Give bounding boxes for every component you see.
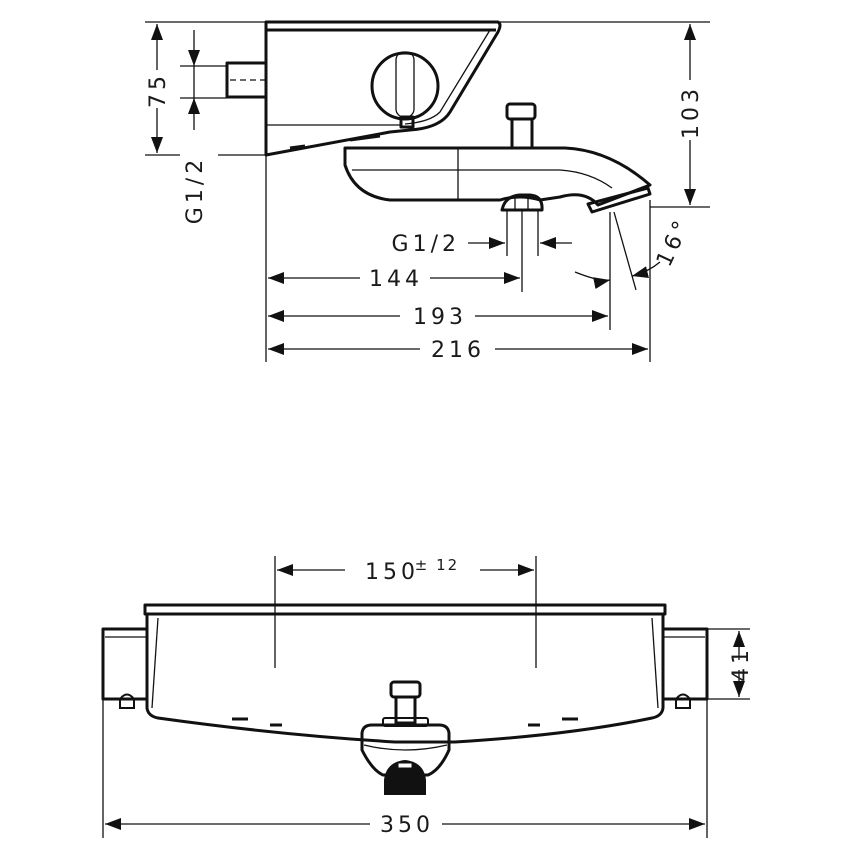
spout [343,102,652,214]
svg-text:75: 75 [146,72,171,108]
svg-text:216: 216 [431,338,485,363]
front-extension-lines [102,556,750,838]
mixer-body-front [101,603,709,795]
dimension-41: 41 [729,631,754,697]
side-view: 75 G1/2 103 G1/2 16° [145,20,710,363]
svg-text:41: 41 [729,646,754,682]
svg-text:193: 193 [413,305,467,330]
dimension-216: 216 [268,338,648,363]
knob-icon [370,51,440,121]
dimension-75: 75 [146,24,171,153]
dimension-outlet-g12: G1/2 [392,232,572,257]
svg-text:G1/2: G1/2 [183,156,208,224]
dimension-inlet-g12: G1/2 [183,30,208,224]
mixer-body [225,20,502,157]
svg-text:350: 350 [380,813,434,838]
dimension-16-degrees: 16° [574,214,696,290]
dimension-193: 193 [268,305,608,330]
front-view: 150 ± 12 41 350 [101,556,754,838]
svg-text:103: 103 [679,85,704,139]
svg-text:16°: 16° [652,214,696,271]
svg-text:144: 144 [369,267,423,292]
dimension-350: 350 [105,813,705,838]
svg-text:150: 150 [365,560,419,585]
svg-text:± 12: ± 12 [415,556,459,574]
svg-text:G1/2: G1/2 [392,232,460,257]
dimension-144: 144 [268,267,520,292]
dimension-103: 103 [679,24,704,205]
dimension-150-tolerance: 150 ± 12 [277,556,534,585]
